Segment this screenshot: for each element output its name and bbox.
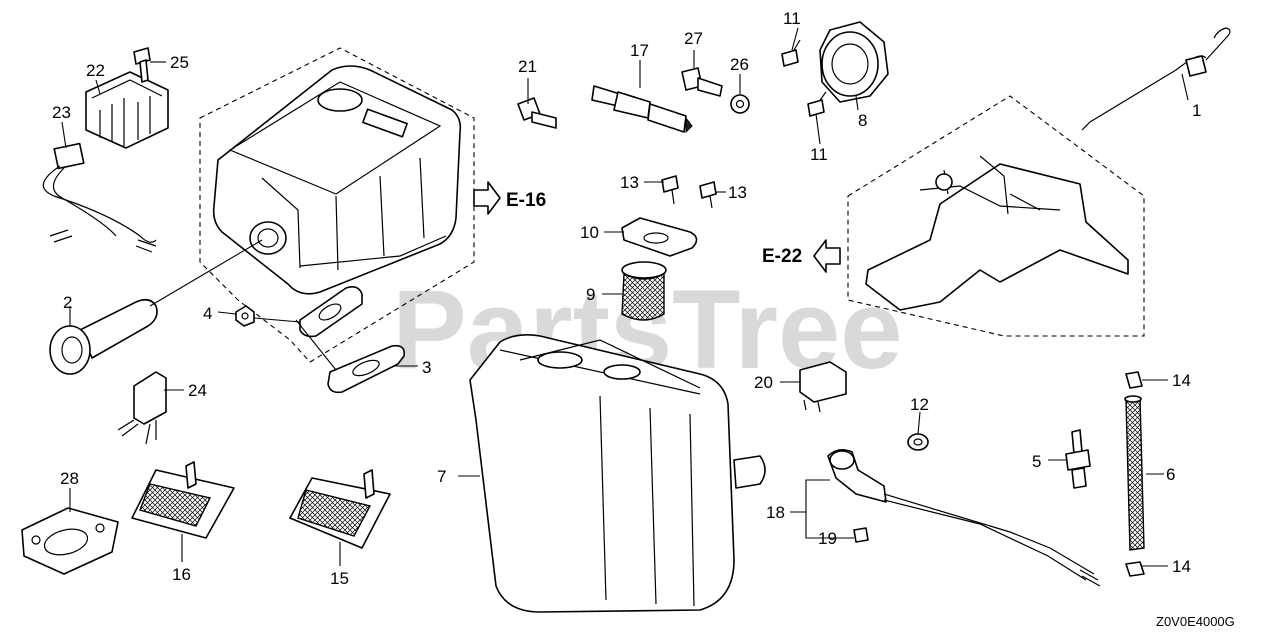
- relay-20: [799, 361, 847, 413]
- muffler-7: [469, 334, 766, 613]
- ref-label-e22[interactable]: E-22: [762, 246, 802, 267]
- callout-9[interactable]: 9: [586, 285, 595, 304]
- callout-23[interactable]: 23: [52, 103, 71, 122]
- callout-20[interactable]: 20: [754, 373, 773, 392]
- callouts: 1 2 3 4 5 6 7 8 9 10 11 11 12 13 13 14 1…: [52, 9, 1201, 588]
- callout-11-top[interactable]: 11: [783, 9, 801, 28]
- regulator-22: [85, 71, 169, 149]
- diagram-code: Z0V0E4000G: [1156, 614, 1235, 629]
- callout-17[interactable]: 17: [630, 41, 649, 60]
- fuel-tank: [212, 65, 462, 295]
- cap-8: [819, 21, 889, 103]
- callout-24[interactable]: 24: [188, 381, 207, 400]
- screw-13-left: [661, 175, 679, 205]
- callout-12[interactable]: 12: [910, 395, 929, 414]
- washer-12: [907, 433, 929, 451]
- hose-6: [1124, 395, 1145, 551]
- callout-28[interactable]: 28: [60, 469, 79, 488]
- tank-gaskets-3: [295, 286, 406, 394]
- callout-2[interactable]: 2: [63, 293, 72, 312]
- callout-10[interactable]: 10: [580, 223, 599, 242]
- callout-25[interactable]: 25: [170, 53, 189, 72]
- bolt-21: [517, 97, 557, 129]
- callout-21[interactable]: 21: [518, 57, 537, 76]
- ref-label-e16[interactable]: E-16: [506, 190, 546, 211]
- wire-harness-23: [42, 142, 157, 253]
- control-base-group-outline: [847, 95, 1145, 337]
- callout-11-bottom[interactable]: 11: [810, 145, 828, 164]
- callout-7[interactable]: 7: [437, 467, 446, 486]
- mount-16: [131, 461, 235, 539]
- callout-27[interactable]: 27: [684, 29, 703, 48]
- callout-15[interactable]: 15: [330, 569, 349, 588]
- callout-4[interactable]: 4: [203, 304, 212, 323]
- nut-4: [235, 305, 301, 327]
- screw-11-bottom: [807, 91, 827, 117]
- ref-arrow-e22[interactable]: E-22: [762, 239, 841, 273]
- bolt-25: [133, 47, 151, 83]
- control-base: [865, 155, 1129, 311]
- oil-level-switch-18: [827, 448, 1101, 587]
- screw-13-right: [699, 181, 717, 209]
- gasket-28: [21, 507, 119, 575]
- leader-lines: [61, 27, 1189, 567]
- bolt-19: [853, 527, 869, 543]
- callout-3[interactable]: 3: [422, 358, 431, 377]
- ref-arrow-e16[interactable]: E-16: [473, 181, 546, 215]
- callout-13-left[interactable]: 13: [620, 173, 639, 192]
- bolt-27: [681, 67, 723, 97]
- screen-9: [621, 261, 667, 321]
- fuel-strainer-2: [49, 239, 263, 375]
- fuel-tank-group-outline: [199, 47, 475, 363]
- callout-19[interactable]: 19: [818, 529, 837, 548]
- spark-plug-17: [591, 85, 693, 134]
- clamp-14-top: [1125, 371, 1143, 389]
- gasket-10: [621, 217, 698, 257]
- washer-26: [730, 94, 750, 114]
- callout-5[interactable]: 5: [1032, 452, 1041, 471]
- governor-spring-1: [1081, 27, 1231, 131]
- callout-6[interactable]: 6: [1166, 465, 1175, 484]
- fitting-5: [1065, 429, 1091, 489]
- callout-8[interactable]: 8: [858, 111, 867, 130]
- callout-1[interactable]: 1: [1192, 101, 1201, 120]
- callout-18[interactable]: 18: [766, 503, 785, 522]
- mount-15: [289, 469, 391, 549]
- callout-16[interactable]: 16: [172, 565, 191, 584]
- clamp-14-bottom: [1125, 561, 1145, 577]
- screw-11-top: [781, 39, 801, 67]
- callout-22[interactable]: 22: [86, 61, 105, 80]
- callout-26[interactable]: 26: [730, 55, 749, 74]
- callout-14-bottom[interactable]: 14: [1172, 557, 1191, 576]
- connector-24: [117, 371, 167, 445]
- callout-13-right[interactable]: 13: [728, 183, 747, 202]
- callout-14-top[interactable]: 14: [1172, 371, 1191, 390]
